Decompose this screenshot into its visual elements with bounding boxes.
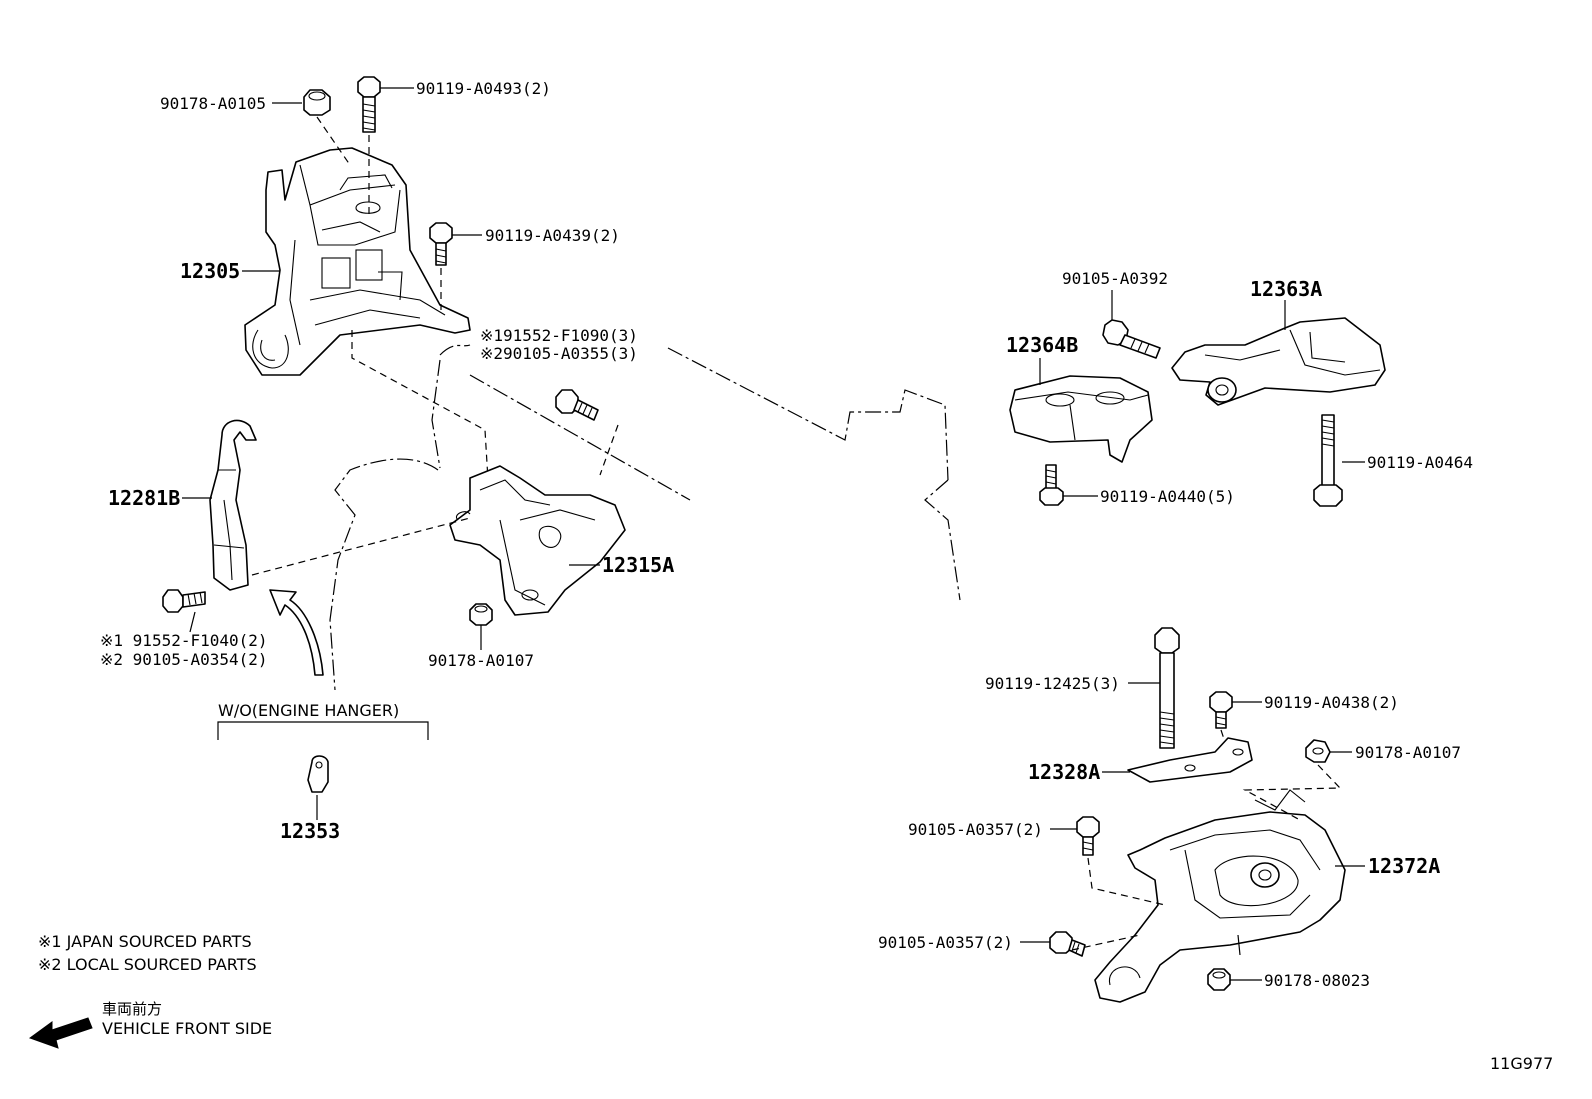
label-90178-a0107-left: 90178-A0107 bbox=[428, 651, 534, 670]
label-wo-engine-hanger: W/O(ENGINE HANGER) bbox=[218, 701, 399, 720]
vehicle-front-arrow-icon bbox=[28, 1017, 93, 1049]
label-90105-a0357-lower: 90105-A0357(2) bbox=[878, 933, 1013, 952]
bolt-90119-a0439 bbox=[429, 222, 453, 266]
label-90119-a0438: 90119-A0438(2) bbox=[1264, 693, 1399, 712]
dash-line bbox=[251, 517, 471, 576]
nut-90178-a0105 bbox=[303, 89, 331, 116]
label-90119-a0493: 90119-A0493(2) bbox=[416, 79, 551, 98]
bolt-90105-a0392 bbox=[1102, 319, 1161, 359]
legend-japan-sourced: ※1 JAPAN SOURCED PARTS bbox=[38, 932, 252, 951]
direction-arrow bbox=[269, 589, 324, 676]
label-12364b: 12364B bbox=[1006, 333, 1078, 357]
legend-front-jp: 車両前方 bbox=[102, 1000, 162, 1018]
label-90178-08023: 90178-08023 bbox=[1264, 971, 1370, 990]
nut-90178-a0107-right bbox=[1305, 739, 1331, 763]
dash-line bbox=[316, 116, 351, 166]
label-90119-a0440: 90119-A0440(5) bbox=[1100, 487, 1235, 506]
legend: ※1 JAPAN SOURCED PARTS ※2 LOCAL SOURCED … bbox=[38, 932, 272, 1038]
part-labels: 90178-A0105 90119-A0493(2) 90119-A0439(2… bbox=[100, 79, 1473, 990]
dash-line bbox=[1087, 857, 1166, 906]
label-90105-a0355: ※290105-A0355(3) bbox=[480, 344, 638, 363]
label-90105-a0354: ※2 90105-A0354(2) bbox=[100, 650, 268, 669]
bolt-90119-a0493 bbox=[357, 76, 381, 133]
dash-line bbox=[351, 330, 489, 481]
transmission-mount-12372a bbox=[1094, 789, 1346, 1003]
rod-12363a bbox=[1171, 317, 1386, 406]
label-12328a: 12328A bbox=[1028, 760, 1100, 784]
plate-12353 bbox=[307, 755, 329, 793]
bolt-90119-a0440 bbox=[1039, 464, 1064, 506]
label-12353: 12353 bbox=[280, 819, 340, 843]
plate-12328a bbox=[1127, 737, 1253, 783]
bolt-91552-f1040 bbox=[162, 589, 206, 613]
label-12315a: 12315A bbox=[602, 553, 674, 577]
bolt-90119-a0438 bbox=[1209, 691, 1233, 729]
engine-outline bbox=[329, 344, 961, 691]
engine-mount-12305 bbox=[244, 147, 471, 376]
label-12305: 12305 bbox=[180, 259, 240, 283]
bolt-91552-f1090 bbox=[555, 389, 599, 421]
label-12372a: 12372A bbox=[1368, 854, 1440, 878]
nut-90178-a0107-left bbox=[469, 603, 493, 626]
bolt-90105-a0357-lower bbox=[1049, 931, 1086, 957]
wo-engine-hanger-bracket bbox=[217, 721, 429, 740]
nut-90178-08023 bbox=[1207, 968, 1231, 991]
label-90178-a0105: 90178-A0105 bbox=[160, 94, 266, 113]
legend-local-sourced: ※2 LOCAL SOURCED PARTS bbox=[38, 955, 257, 974]
label-12363a: 12363A bbox=[1250, 277, 1322, 301]
engine-hanger-12281b bbox=[209, 419, 257, 591]
label-90119-a0464: 90119-A0464 bbox=[1367, 453, 1473, 472]
dash-line bbox=[1242, 764, 1342, 821]
bolt-90119-12425 bbox=[1154, 627, 1180, 749]
label-90105-a0392: 90105-A0392 bbox=[1062, 269, 1168, 288]
label-90119-12425: 90119-12425(3) bbox=[985, 674, 1120, 693]
legend-front-en: VEHICLE FRONT SIDE bbox=[102, 1019, 272, 1038]
label-91552-f1090: ※191552-F1090(3) bbox=[480, 326, 638, 345]
engine-mount-bracket-12315a bbox=[449, 465, 626, 616]
diagram-id: 11G977 bbox=[1490, 1054, 1553, 1073]
label-90178-a0107-right: 90178-A0107 bbox=[1355, 743, 1461, 762]
label-12281b: 12281B bbox=[108, 486, 180, 510]
label-90119-a0439: 90119-A0439(2) bbox=[485, 226, 620, 245]
label-90105-a0357-upper: 90105-A0357(2) bbox=[908, 820, 1043, 839]
leader-lines bbox=[182, 87, 1365, 981]
dash-line bbox=[599, 424, 619, 476]
dash-line bbox=[1220, 729, 1226, 743]
bolt-90119-a0464 bbox=[1313, 414, 1343, 507]
bracket-12364b bbox=[1009, 375, 1153, 463]
label-91552-f1040: ※1 91552-F1040(2) bbox=[100, 631, 268, 650]
bolt-90105-a0357-upper bbox=[1076, 816, 1100, 856]
